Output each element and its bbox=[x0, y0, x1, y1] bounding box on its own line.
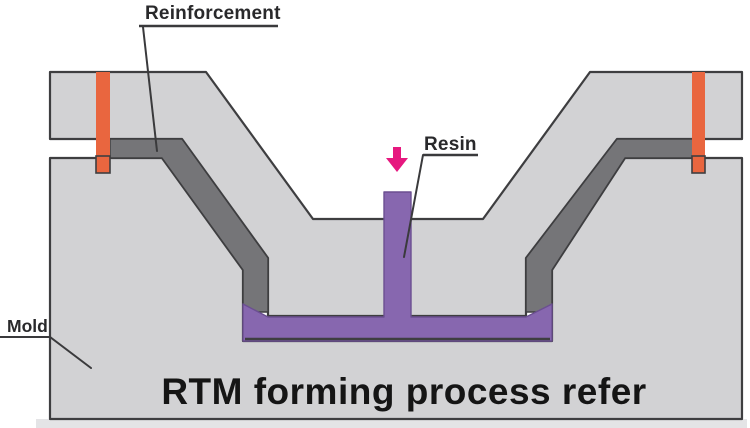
mold-label: Mold bbox=[7, 316, 48, 336]
resin-leader-line bbox=[403, 154, 424, 258]
reinforcement-leader-line bbox=[142, 26, 158, 152]
ground-strip bbox=[36, 419, 747, 428]
clamp-pin-left bbox=[96, 72, 110, 173]
clamp-pin-right bbox=[692, 72, 705, 173]
mold-leader-line bbox=[0, 336, 92, 369]
diagram-title: RTM forming process refer bbox=[161, 371, 646, 412]
clamp-pin-left-tip bbox=[95, 155, 111, 174]
resin-flow-arrow-icon bbox=[386, 147, 408, 172]
clamp-pin-right-tip bbox=[691, 155, 706, 174]
reinforcement-label: Reinforcement bbox=[145, 3, 281, 24]
resin-label: Resin bbox=[424, 134, 477, 155]
resin-shape bbox=[242, 191, 553, 342]
